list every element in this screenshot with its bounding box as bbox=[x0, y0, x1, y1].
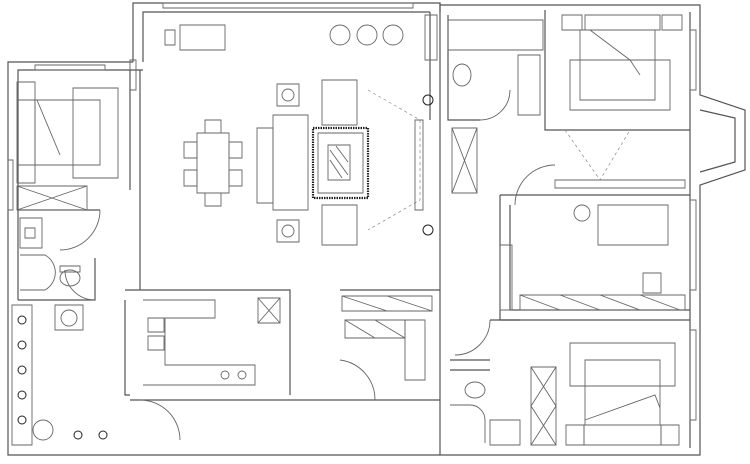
nightstand bbox=[562, 15, 582, 30]
toilet bbox=[453, 64, 471, 86]
bottom-bedroom bbox=[531, 343, 679, 445]
armchair bbox=[322, 80, 357, 125]
exterior-walls bbox=[8, 3, 745, 455]
shower bbox=[452, 128, 477, 193]
table bbox=[33, 420, 53, 440]
sink bbox=[148, 318, 164, 332]
sink bbox=[490, 420, 520, 445]
bed bbox=[580, 30, 655, 100]
chair bbox=[643, 273, 661, 293]
dining-table bbox=[197, 133, 229, 193]
rug bbox=[313, 128, 368, 198]
left-bathroom bbox=[20, 218, 80, 290]
toilet bbox=[465, 382, 485, 398]
nightstand bbox=[17, 165, 35, 183]
left-bedroom bbox=[17, 82, 118, 210]
coffee-table bbox=[328, 145, 350, 180]
master-bathroom bbox=[448, 20, 543, 193]
sofa bbox=[273, 115, 308, 210]
toilet bbox=[60, 270, 80, 286]
nightstand bbox=[662, 15, 682, 30]
bed bbox=[585, 360, 660, 425]
hall-cabinets bbox=[342, 296, 432, 380]
balcony bbox=[12, 305, 107, 445]
chair bbox=[330, 25, 350, 45]
study bbox=[500, 205, 685, 310]
windows bbox=[8, 3, 696, 420]
nightstand bbox=[17, 82, 35, 100]
sink bbox=[20, 218, 42, 248]
sofa bbox=[598, 205, 668, 245]
lounge-chair bbox=[180, 25, 225, 50]
tv-stand bbox=[555, 180, 685, 188]
planter bbox=[12, 305, 32, 445]
bed bbox=[35, 100, 100, 165]
bottom-bathroom bbox=[450, 382, 520, 445]
washer bbox=[55, 305, 83, 330]
side-table bbox=[277, 220, 299, 242]
living-dining bbox=[165, 15, 437, 245]
wardrobe bbox=[531, 367, 556, 445]
side-table bbox=[277, 84, 299, 106]
fridge bbox=[258, 298, 280, 323]
wardrobe bbox=[17, 186, 87, 210]
stove bbox=[221, 371, 229, 379]
doors bbox=[60, 90, 555, 440]
nightstand bbox=[566, 425, 584, 445]
tv-cabinet bbox=[415, 120, 423, 210]
master-bedroom bbox=[555, 15, 685, 188]
armchair bbox=[322, 205, 357, 245]
desk-cabinet bbox=[520, 295, 685, 310]
vanity bbox=[518, 55, 540, 115]
nightstand bbox=[661, 425, 679, 445]
kitchen bbox=[143, 298, 280, 385]
